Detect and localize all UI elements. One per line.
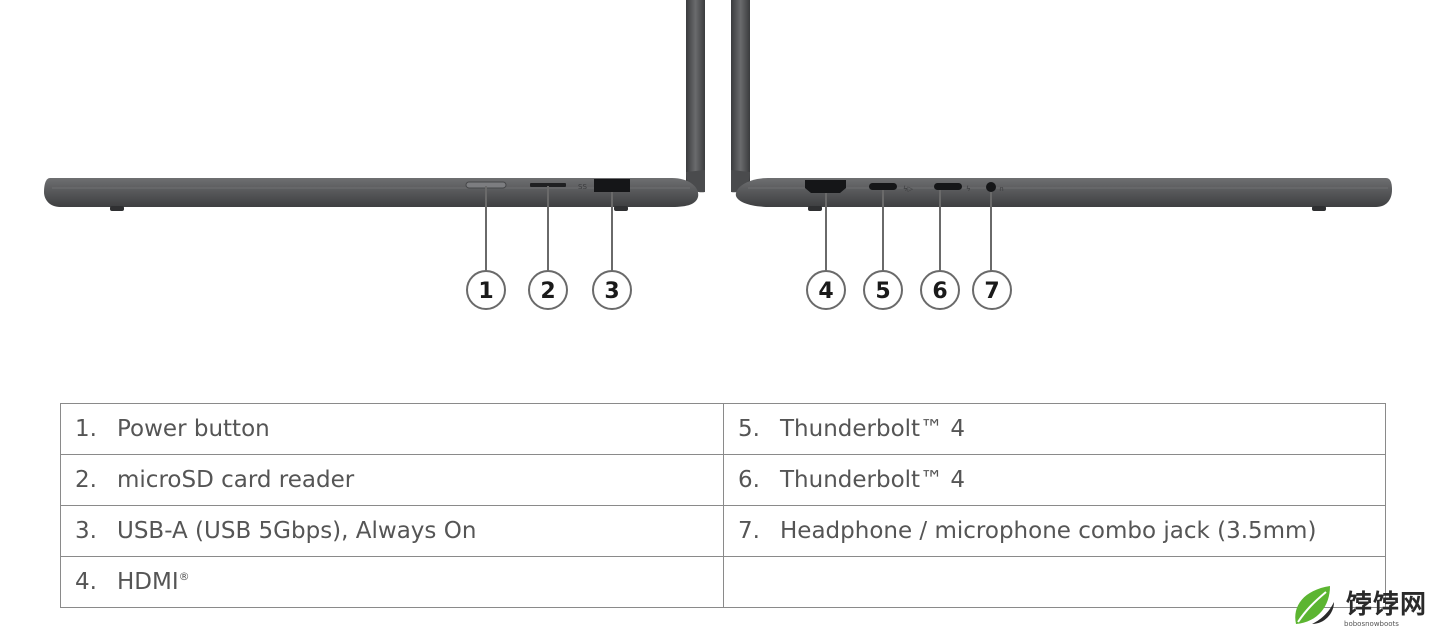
- port-number: 3.: [75, 518, 97, 544]
- table-cell: 4. HDMI®: [60, 556, 724, 608]
- port-label: Power button: [117, 416, 270, 442]
- port-number: 4.: [75, 569, 97, 595]
- right-base: [735, 178, 1392, 207]
- table-row: 2. microSD card reader 6. Thunderbolt™ 4: [60, 454, 1386, 506]
- port-number: 7.: [738, 518, 760, 544]
- usb-a-port: [594, 179, 630, 192]
- callout-number-7: 7: [984, 279, 999, 304]
- callout-circle-1: [466, 270, 506, 310]
- right-lid: [731, 0, 750, 182]
- port-number: 5.: [738, 416, 760, 442]
- callout-circle-7: [972, 270, 1012, 310]
- table-cell: 2. microSD card reader: [60, 454, 724, 506]
- port-label: HDMI: [117, 569, 179, 595]
- microsd-slot-port: [530, 183, 566, 187]
- laptop-side-views-diagram: SS ϟ▷ ϟ ∩ 1 2 3 4 5: [44, 0, 1392, 310]
- port-number: 2.: [75, 467, 97, 493]
- callout-group: [466, 186, 1012, 310]
- table-row: 4. HDMI®: [60, 556, 1386, 608]
- callout-circle-3: [592, 270, 632, 310]
- callout-circle-5: [863, 270, 903, 310]
- callout-number-2: 2: [540, 279, 555, 304]
- svg-text:∩: ∩: [999, 185, 1004, 193]
- left-lid: [686, 0, 705, 182]
- table-cell: 7. Headphone / microphone combo jack (3.5…: [723, 505, 1386, 557]
- table-cell: 5. Thunderbolt™ 4: [723, 403, 1386, 455]
- port-number: 6.: [738, 467, 760, 493]
- table-row: 3. USB-A (USB 5Gbps), Always On 7. Headpho…: [60, 505, 1386, 557]
- laptop-left-side-view: SS: [44, 0, 705, 211]
- callout-number-3: 3: [604, 279, 619, 304]
- site-watermark: 饽饽网 bobosnowboots: [1290, 582, 1440, 631]
- callout-circle-2: [528, 270, 568, 310]
- watermark-subtext: bobosnowboots: [1344, 620, 1399, 628]
- port-label: Thunderbolt™ 4: [780, 416, 966, 442]
- callout-circle-4: [806, 270, 846, 310]
- callout-number-5: 5: [875, 279, 890, 304]
- table-cell-empty: [723, 556, 1386, 608]
- port-label: Headphone / microphone combo jack (3.5mm…: [780, 518, 1317, 544]
- table-cell: 3. USB-A (USB 5Gbps), Always On: [60, 505, 724, 557]
- callout-circle-6: [920, 270, 960, 310]
- left-foot-front: [110, 206, 124, 211]
- port-label: microSD card reader: [117, 467, 355, 493]
- thunderbolt-port-6: [934, 183, 962, 190]
- registered-mark: ®: [178, 570, 190, 583]
- laptop-right-side-view: ϟ▷ ϟ ∩: [731, 0, 1392, 211]
- callout-number-1: 1: [478, 279, 493, 304]
- svg-text:ϟ▷: ϟ▷: [903, 185, 914, 193]
- audio-jack-port: [986, 182, 996, 192]
- port-label: Thunderbolt™ 4: [780, 467, 966, 493]
- leaf-logo-icon: [1295, 586, 1334, 624]
- thunderbolt-port-5: [869, 183, 897, 190]
- right-foot-front: [808, 206, 822, 211]
- hdmi-port: [805, 180, 846, 193]
- right-foot-rear: [1312, 206, 1326, 211]
- watermark-text: 饽饽网: [1346, 590, 1428, 620]
- callout-number-4: 4: [818, 279, 833, 304]
- callout-number-6: 6: [932, 279, 947, 304]
- table-cell: 1. Power button: [60, 403, 724, 455]
- port-label: USB-A (USB 5Gbps), Always On: [117, 518, 477, 544]
- table-row: 1. Power button 5. Thunderbolt™ 4: [60, 403, 1386, 455]
- left-foot-rear: [614, 206, 628, 211]
- port-number: 1.: [75, 416, 97, 442]
- svg-text:ϟ: ϟ: [966, 185, 971, 193]
- ports-legend-table: 1. Power button 5. Thunderbolt™ 4 2. microS…: [60, 403, 1386, 608]
- svg-text:SS: SS: [578, 183, 587, 191]
- table-cell: 6. Thunderbolt™ 4: [723, 454, 1386, 506]
